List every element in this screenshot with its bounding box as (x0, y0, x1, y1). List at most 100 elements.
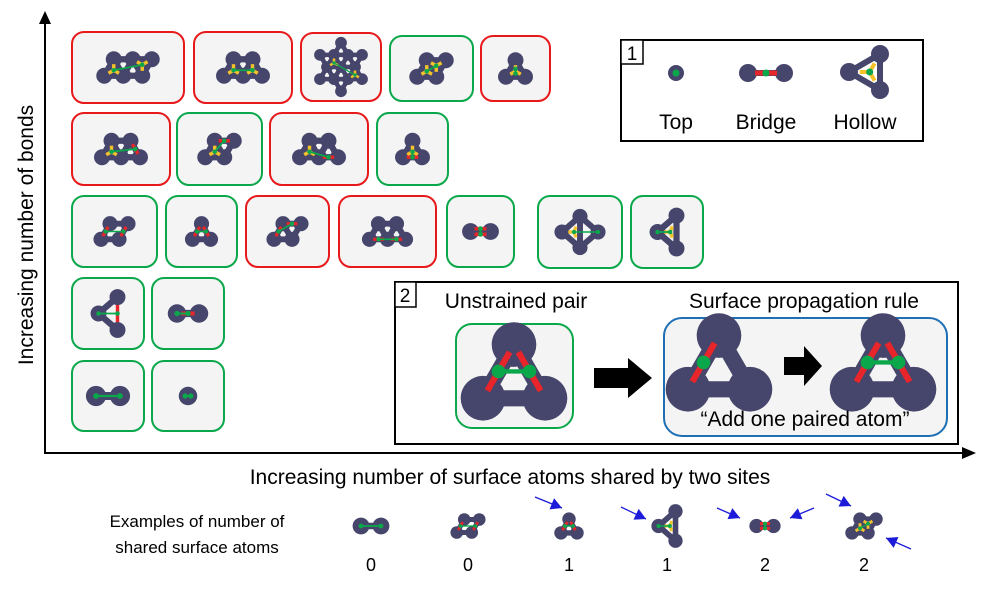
surface-atom (206, 132, 223, 149)
propagation-rule-title: Surface propagation rule (689, 290, 919, 313)
example-item: 0 (450, 513, 486, 575)
adsorption-site-dot (289, 221, 295, 226)
adsorption-site-dot (762, 526, 768, 531)
pair-bond (214, 140, 225, 153)
surface-atom (132, 149, 148, 166)
shared-atom-count: 1 (662, 555, 672, 575)
surface-atom (342, 48, 354, 61)
x-axis (44, 447, 976, 459)
surface-atom (225, 51, 242, 68)
motif-tile (480, 35, 551, 102)
motif-drawing (96, 51, 160, 84)
motif-hollow-hollow-long (96, 51, 160, 84)
motif-top-top-pair (85, 385, 131, 407)
surface-atom (301, 132, 318, 149)
adsorption-site-dot (185, 310, 191, 317)
motif-tile (300, 32, 382, 102)
surface-atom (102, 216, 118, 232)
motif-drawing (90, 289, 126, 338)
pointer-arrow-icon (620, 506, 647, 520)
surface-atom (739, 64, 757, 82)
pair-bond (111, 148, 136, 153)
motif-drawing (184, 216, 219, 247)
adsorption-site-dot (376, 237, 381, 242)
adsorption-site-dot (332, 61, 336, 65)
motif-drawing (94, 132, 148, 166)
shared-atom-count: 2 (760, 555, 770, 575)
surface-atom (94, 149, 110, 166)
panel-number: 1 (627, 44, 638, 65)
motif-tile (389, 35, 474, 102)
motif-drawing (845, 512, 883, 540)
surface-atom (668, 240, 685, 257)
motif-drawing (749, 518, 781, 534)
adsorption-site-dot (667, 229, 673, 235)
surface-atom (409, 68, 426, 85)
propagation-rule-panel: 2 Unstrained pair Surface propagation ru… (394, 281, 959, 445)
site-legend-panel: 1 Top Bridge Hollow (620, 39, 924, 142)
motif-tile (446, 195, 515, 268)
adsorption-site-dot (762, 69, 770, 77)
examples-label-line2: shared surface atoms (115, 538, 278, 557)
example-motif (845, 512, 883, 540)
pair-bond (333, 62, 356, 76)
motif-tile (176, 112, 263, 186)
surface-atom (349, 61, 361, 73)
surface-atom (143, 51, 160, 68)
propagation-rule-caption: “Add one paired atom” (701, 408, 910, 431)
top-site-icon (668, 65, 684, 81)
surface-atom (891, 366, 937, 412)
motif-hollow-hollow-tri (498, 52, 533, 85)
adsorption-site-dot (571, 524, 575, 528)
pointer-arrow-icon (825, 493, 852, 507)
adsorption-site-dot (410, 154, 415, 160)
adsorption-site-dot (478, 226, 483, 232)
surface-atom (321, 61, 333, 73)
adsorption-site-dot (866, 521, 870, 526)
surface-atom (356, 73, 368, 86)
adsorption-site-dot (182, 393, 188, 399)
legend-label-bridge: Bridge (736, 111, 797, 134)
surface-atom (845, 526, 859, 540)
surface-atom (696, 313, 742, 358)
right-arrow-icon (594, 358, 652, 398)
surface-atom (775, 64, 793, 82)
pair-bond (309, 150, 329, 159)
adsorption-site-dot (433, 63, 439, 69)
surface-atom (320, 132, 337, 149)
motif-tile (165, 195, 238, 268)
surface-atom (314, 48, 326, 61)
adsorption-site-dot (860, 355, 875, 370)
adsorption-site-dot (891, 355, 906, 370)
shared-atom-count: 1 (564, 555, 574, 575)
surface-atom (335, 36, 347, 49)
surface-atom (472, 513, 486, 526)
shared-atom-count: 0 (463, 555, 473, 575)
surface-atom (109, 321, 126, 338)
adsorption-site-dot (121, 229, 126, 234)
motif-drawing (651, 504, 683, 548)
surface-atom (96, 67, 113, 84)
motif-tile (338, 195, 437, 268)
adsorption-site-dot (111, 67, 117, 73)
motif-hollow-bridge-tri (395, 132, 430, 166)
pointer-arrow-icon (789, 507, 815, 520)
surface-atom (727, 366, 773, 412)
motif-bridge-bridge-pair (462, 223, 499, 240)
surface-atom (829, 366, 875, 412)
adsorption-site-dot (491, 364, 506, 379)
pointer-arrow-head (727, 508, 740, 520)
surface-atom (292, 149, 308, 166)
unstrained-pair-motif (460, 322, 568, 421)
pair-bond (278, 223, 293, 233)
surface-atom (189, 304, 209, 323)
x-axis-label: Increasing number of surface atoms share… (250, 466, 771, 489)
unstrained-pair-title: Unstrained pair (445, 290, 587, 313)
pair-bond (113, 63, 143, 72)
shared-atom-count: 0 (366, 555, 376, 575)
example-item: 1 (554, 512, 584, 575)
motif-drawing (352, 517, 390, 535)
surface-atom (105, 51, 122, 68)
motif-hollow-bridge-trap (292, 132, 346, 166)
motif-bridge-bridge-rhomb-curve (266, 216, 309, 247)
